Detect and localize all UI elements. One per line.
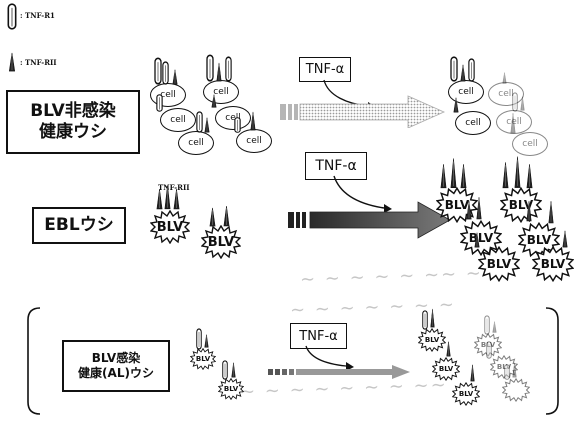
row3-label-line2: 健康(AL)ウシ <box>78 366 154 381</box>
cell: cell <box>203 80 239 104</box>
tnf-r2-receptor-icon <box>250 111 256 131</box>
cell: cell <box>236 129 272 153</box>
tnf-r2-receptor-icon <box>502 72 507 84</box>
tnf-r2-legend-icon <box>8 52 16 72</box>
blv-infected-cell: BLV <box>201 225 241 259</box>
tnf-r2-receptor-icon <box>562 230 568 248</box>
row2-label: EBLウシ <box>44 215 113 236</box>
starburst-icon <box>502 378 530 402</box>
blv-infected-cell: BLV <box>452 382 480 406</box>
tnf-r2-receptor-icon <box>446 341 451 357</box>
tnf-r1-receptor-icon <box>486 341 492 359</box>
row1-arrow <box>278 76 448 128</box>
tnf-r1-legend-icon <box>7 3 17 30</box>
tnf-r1-receptor-icon <box>162 61 169 85</box>
tnf-r2-receptor-icon <box>216 62 222 82</box>
blv-label: BLV <box>208 235 234 250</box>
ghost-text: ~ ~ ~ ~ ~ ~~ ~ <box>300 263 484 290</box>
blv-infected-cell: BLV <box>478 246 520 282</box>
tnf-r2-receptor-icon <box>164 184 171 210</box>
tnf-r2-receptor-icon <box>512 362 517 378</box>
row2-arrow <box>288 172 458 240</box>
tnf-r1-receptor-icon <box>484 315 490 335</box>
blv-infected-cell: BLV <box>500 187 542 223</box>
blv-label: BLV <box>157 220 183 235</box>
tnf-r1-receptor-icon <box>468 58 475 82</box>
cell: cell <box>160 108 196 132</box>
cell: cell <box>455 111 491 135</box>
tnf-r1-receptor-icon <box>504 364 510 380</box>
cell: cell <box>512 132 548 156</box>
row3-arrow <box>262 342 422 382</box>
blv-label: BLV <box>439 365 453 373</box>
blv-infected-cell <box>502 378 530 402</box>
blv-infected-cell: BLV <box>432 357 460 381</box>
blv-infected-cell: BLV <box>190 348 216 370</box>
tnf-r1-receptor-icon <box>206 54 214 82</box>
tnf-r1-receptor-icon <box>196 111 203 133</box>
tnf-r2-receptor-icon <box>470 364 475 382</box>
cell: cell <box>488 82 524 106</box>
tnf-r2-receptor-icon <box>430 308 435 328</box>
tnf-r1-receptor-icon <box>196 328 202 350</box>
tnf-r2-receptor-icon <box>548 200 554 224</box>
legend-r2-label: : TNF-RII <box>20 58 57 67</box>
tnf-r2-receptor-icon <box>204 117 210 133</box>
blv-infected-cell: BLV <box>418 328 446 352</box>
blv-label: BLV <box>196 355 210 363</box>
blv-label: BLV <box>224 385 238 393</box>
tnf-r2-receptor-icon <box>476 196 482 220</box>
tnf-r2-receptor-icon <box>453 97 459 113</box>
tnf-r1-receptor-icon <box>156 94 163 112</box>
row1-label-line2: 健康ウシ <box>30 122 116 143</box>
tnf-r2-receptor-icon <box>460 163 467 189</box>
tnf-r2-receptor-icon <box>156 188 163 210</box>
tnf-r1-receptor-icon <box>512 92 518 112</box>
row1-label-line1: BLV非感染 <box>30 101 116 122</box>
row2-label-box: EBLウシ <box>32 207 126 244</box>
tnf-r2-receptor-icon <box>466 200 472 220</box>
tnf-r2-receptor-icon <box>502 161 509 189</box>
tnf-r1-receptor-icon <box>154 57 162 85</box>
tnf-r2-receptor-icon <box>474 232 480 248</box>
tnf-r2-receptor-icon <box>520 96 525 111</box>
tnf-r2-receptor-icon <box>223 205 230 227</box>
cell: cell <box>215 106 251 130</box>
row3-label-line1: BLV感染 <box>78 351 154 366</box>
row1-tnf-alpha-label: TNF-α <box>306 62 344 77</box>
blv-label: BLV <box>541 257 565 271</box>
tnf-r1-receptor-icon <box>225 56 232 82</box>
blv-label: BLV <box>487 257 511 271</box>
tnf-r2-receptor-icon <box>460 64 466 82</box>
tnf-r2-receptor-icon <box>173 188 180 210</box>
row1-label-box: BLV非感染 健康ウシ <box>6 90 140 154</box>
tnf-r2-receptor-icon <box>211 94 217 108</box>
blv-label: BLV <box>469 231 493 245</box>
tnf-r2-receptor-icon <box>526 163 533 189</box>
tnf-r2-receptor-icon <box>209 207 216 227</box>
tnf-r2-receptor-icon <box>514 155 521 189</box>
tnf-r2-receptor-icon <box>492 321 497 333</box>
tnf-r2-receptor-icon <box>510 112 516 134</box>
tnf-r1-receptor-icon <box>422 310 428 330</box>
blv-infected-cell: BLV <box>532 246 574 282</box>
tnf-r2-receptor-icon <box>440 163 447 189</box>
blv-label: BLV <box>527 233 551 247</box>
row3-label-box: BLV感染 健康(AL)ウシ <box>62 340 170 392</box>
tnf-r2-receptor-icon <box>231 362 236 378</box>
tnf-r2-receptor-icon <box>172 69 178 85</box>
blv-label: BLV <box>425 336 439 344</box>
blv-infected-cell: BLV <box>150 210 190 244</box>
tnf-r2-receptor-icon <box>526 200 532 222</box>
tnf-r1-receptor-icon <box>234 117 241 133</box>
blv-label: BLV <box>459 390 473 398</box>
tnf-r2-receptor-icon <box>204 334 209 348</box>
tnf-r1-receptor-icon <box>222 360 228 380</box>
legend-r1-label: : TNF-R1 <box>20 11 55 20</box>
tnf-r1-receptor-icon <box>450 56 458 82</box>
tnf-r2-receptor-icon <box>450 157 457 189</box>
cell: cell <box>178 131 214 155</box>
blv-infected-cell: BLV <box>218 378 244 400</box>
